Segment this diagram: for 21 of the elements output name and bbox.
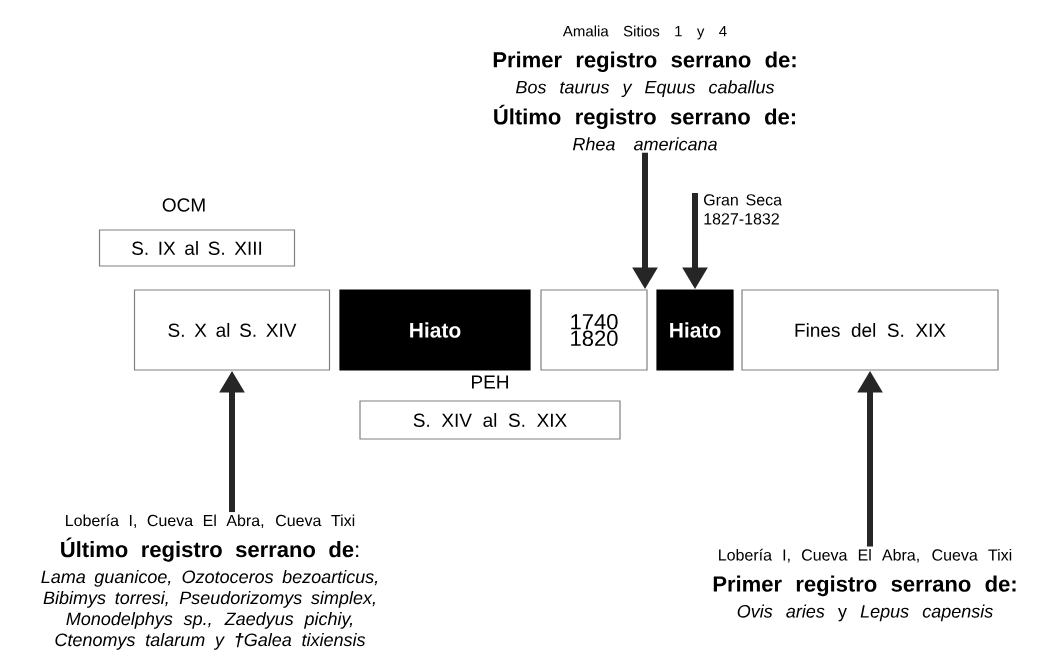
group-label: PEH — [472, 375, 508, 389]
heading: Último registro serrano de: — [494, 104, 795, 129]
species-list: Rhea americana — [572, 137, 717, 151]
site-name: Lobería I, Cueva El Abra, Cueva Tixi — [66, 514, 355, 529]
event-label: Gran Seca 1827-1832 — [704, 194, 783, 225]
heading: Primer registro serrano de: — [493, 51, 796, 72]
species-list: Lama guanicoe, Ozotoceros bezoarticus, Bibimys torresi, Pseudorizomys simplex, Monodelphys sp., Zaedyus pichiy, Ctenomys talarum y †Galea tixiensis — [41, 570, 378, 650]
period-box: Hiato — [656, 289, 734, 371]
site-name: Lobería I, Cueva El Abra, Cueva Tixi — [719, 548, 1012, 563]
period-box: S. X al S. XIV — [133, 289, 331, 371]
heading: Primer registro serrano de: — [713, 575, 1016, 597]
group-label: OCM — [162, 198, 205, 212]
heading: Último registro serrano de: — [61, 537, 359, 562]
period-box: Hiato — [339, 289, 531, 371]
species-list: Bos taurus y Equus caballus — [516, 80, 775, 98]
species-list: Ovis aries y Lepus capensis — [737, 604, 993, 622]
site-name: Amalia Sitios 1 y 4 — [562, 25, 727, 40]
period-box: Fines del S. XIX — [741, 289, 999, 371]
period-box: 1740 1820 — [540, 289, 648, 371]
period-box: S. XIV al S. XIX — [359, 400, 621, 440]
period-box: S. IX al S. XIII — [98, 229, 296, 267]
